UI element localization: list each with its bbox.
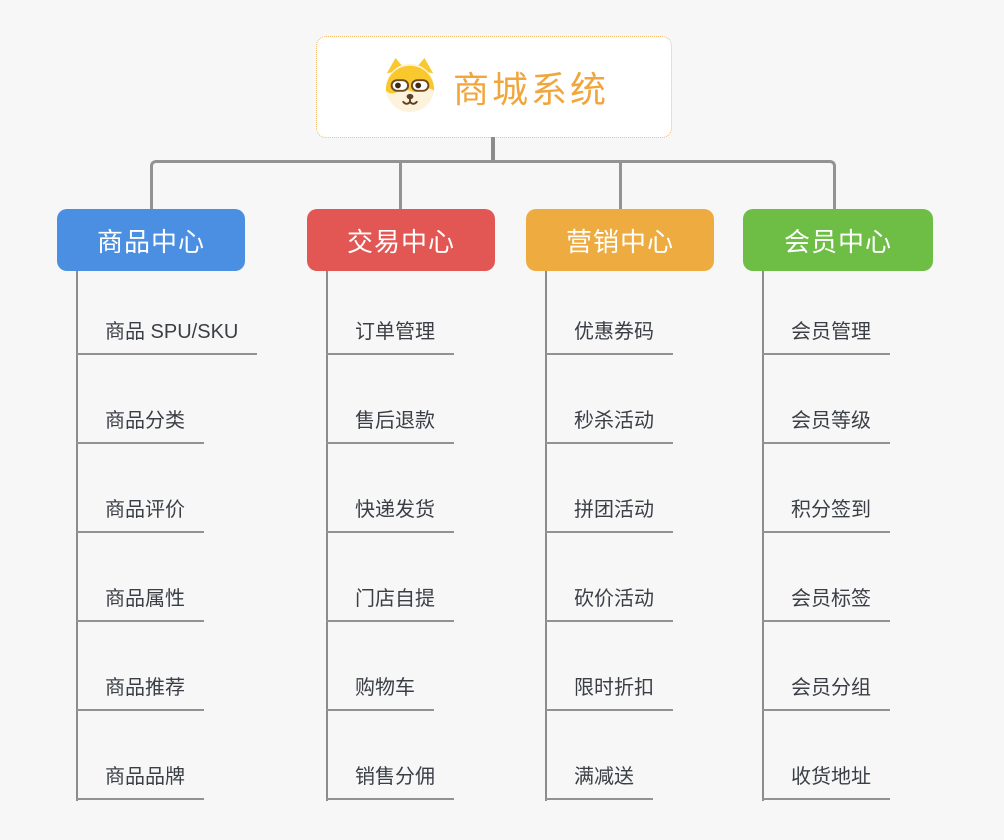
- leaf-item-member-management[interactable]: 会员管理: [762, 319, 890, 355]
- leaf-item-product-review[interactable]: 商品评价: [76, 497, 204, 533]
- leaf-item-group-buying[interactable]: 拼团活动: [545, 497, 673, 533]
- branch-trunk-line: [545, 271, 547, 801]
- branch-node-product-center[interactable]: 商品中心: [57, 209, 245, 271]
- leaf-item-coupon-code[interactable]: 优惠券码: [545, 319, 673, 355]
- branch-node-trade-center[interactable]: 交易中心: [307, 209, 495, 271]
- leaf-item-member-level[interactable]: 会员等级: [762, 408, 890, 444]
- leaf-item-sales-commission[interactable]: 销售分佣: [326, 764, 454, 800]
- leaf-item-bargain-activity[interactable]: 砍价活动: [545, 586, 673, 622]
- leaf-item-flash-sale[interactable]: 秒杀活动: [545, 408, 673, 444]
- leaf-item-member-group[interactable]: 会员分组: [762, 675, 890, 711]
- root-title: 商城系统: [452, 69, 609, 110]
- branch-drop-line: [399, 162, 402, 209]
- leaf-item-points-checkin[interactable]: 积分签到: [762, 497, 890, 533]
- leaf-item-product-attribute[interactable]: 商品属性: [76, 586, 204, 622]
- leaf-item-full-reduction[interactable]: 满减送: [545, 764, 653, 800]
- branch-node-member-center[interactable]: 会员中心: [743, 209, 933, 271]
- leaf-item-product-recommend[interactable]: 商品推荐: [76, 675, 204, 711]
- branch-trunk-line: [326, 271, 328, 801]
- branch-trunk-line: [76, 271, 78, 801]
- leaf-item-product-category[interactable]: 商品分类: [76, 408, 204, 444]
- leaf-item-shipping-address[interactable]: 收货地址: [762, 764, 890, 800]
- leaf-item-order-management[interactable]: 订单管理: [326, 319, 454, 355]
- branch-drop-line: [619, 162, 622, 209]
- leaf-item-product-spu-sku[interactable]: 商品 SPU/SKU: [76, 319, 258, 355]
- root-connector-line: [491, 137, 495, 162]
- leaf-item-product-brand[interactable]: 商品品牌: [76, 764, 204, 800]
- leaf-item-after-sale-refund[interactable]: 售后退款: [326, 408, 454, 444]
- branch-trunk-line: [762, 271, 764, 801]
- leaf-item-limited-time-discount[interactable]: 限时折扣: [545, 675, 673, 711]
- branch-bus-line: [150, 160, 836, 209]
- root-node-mall-system[interactable]: 商城系统: [316, 36, 672, 138]
- leaf-item-member-tag[interactable]: 会员标签: [762, 586, 890, 622]
- leaf-item-store-pickup[interactable]: 门店自提: [326, 586, 454, 622]
- leaf-item-express-delivery[interactable]: 快递发货: [326, 497, 454, 533]
- leaf-item-shopping-cart[interactable]: 购物车: [326, 675, 434, 711]
- branch-node-marketing-center[interactable]: 营销中心: [526, 209, 714, 271]
- dog-face-icon: [379, 57, 441, 118]
